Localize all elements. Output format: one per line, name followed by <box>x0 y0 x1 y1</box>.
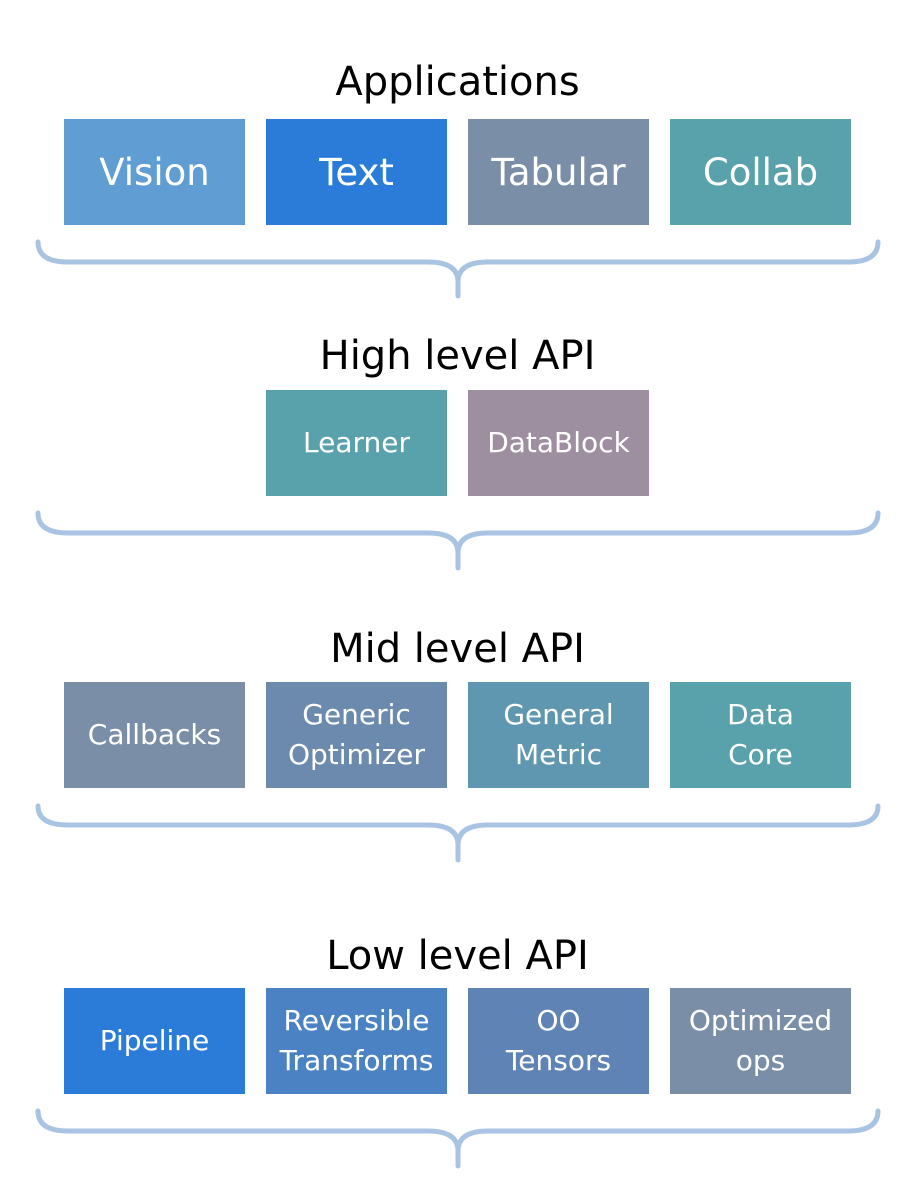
data-core-line2: Core <box>728 738 793 771</box>
callbacks-label: Callbacks <box>87 718 222 751</box>
optimized-ops-line1: Optimized <box>688 1004 833 1037</box>
oo-tensors-line1: OO <box>536 1004 581 1037</box>
applications-title: Applications <box>335 59 580 105</box>
learner-box: Learner <box>266 390 447 496</box>
datablock-label: DataBlock <box>487 426 630 459</box>
general-metric-line2: Metric <box>514 738 603 771</box>
tabular-label: Tabular <box>491 150 626 194</box>
oo-tensors-box: OO Tensors <box>468 988 649 1094</box>
vision-box: Vision <box>64 119 245 225</box>
collab-box: Collab <box>670 119 851 225</box>
datablock-box: DataBlock <box>468 390 649 496</box>
text-label: Text <box>319 150 394 194</box>
mid-level-api-title: Mid level API <box>330 626 585 672</box>
tabular-box: Tabular <box>468 119 649 225</box>
generic-optimizer-line2: Optimizer <box>287 738 426 771</box>
oo-tensors-line2: Tensors <box>505 1044 612 1077</box>
data-core-box: Data Core <box>670 682 851 788</box>
collab-label: Collab <box>702 150 819 194</box>
learner-label: Learner <box>303 426 410 459</box>
text-box: Text <box>266 119 447 225</box>
generic-optimizer-box: Generic Optimizer <box>266 682 447 788</box>
reversible-transforms-line2: Transforms <box>279 1044 434 1077</box>
general-metric-line1: General <box>503 698 614 731</box>
general-metric-box: General Metric <box>468 682 649 788</box>
data-core-line1: Data <box>727 698 794 731</box>
vision-label: Vision <box>99 150 210 194</box>
low-level-api-title: Low level API <box>326 933 589 979</box>
reversible-transforms-box: Reversible Transforms <box>266 988 447 1094</box>
pipeline-label: Pipeline <box>99 1024 210 1057</box>
reversible-transforms-line1: Reversible <box>283 1004 430 1037</box>
optimized-ops-box: Optimized ops <box>670 988 851 1094</box>
generic-optimizer-line1: Generic <box>302 698 411 731</box>
callbacks-box: Callbacks <box>64 682 245 788</box>
optimized-ops-line2: ops <box>735 1044 786 1077</box>
high-level-api-title: High level API <box>319 333 596 379</box>
pipeline-box: Pipeline <box>64 988 245 1094</box>
